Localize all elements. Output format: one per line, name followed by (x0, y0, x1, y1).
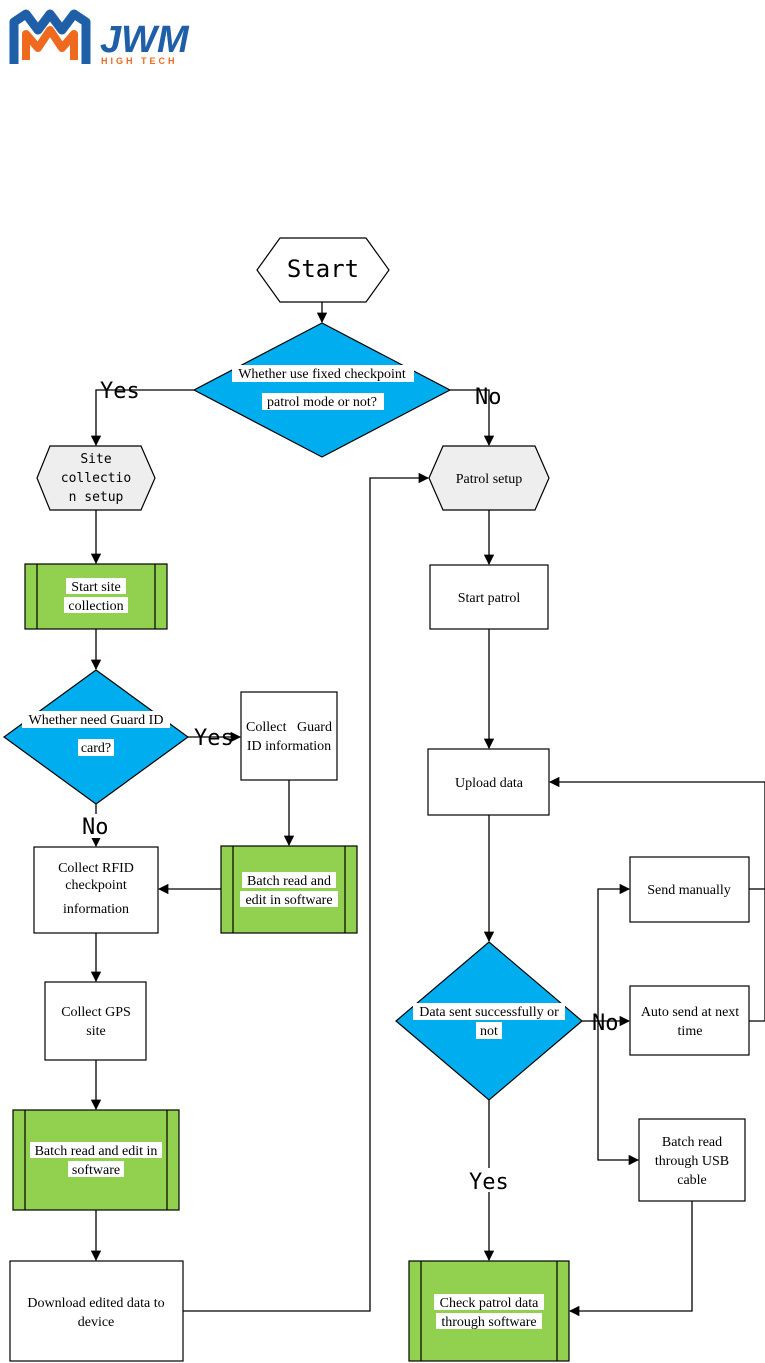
auto-send (629, 985, 750, 1056)
label-mode-no: No (475, 385, 502, 410)
site-setup-line2: collectio (61, 471, 131, 486)
decision-sent-line2: not (480, 1024, 498, 1039)
rfid-line1: Collect RFID (58, 861, 134, 876)
collect-guard-line1: Collect Guard (246, 720, 332, 735)
send-manually-label: Send manually (647, 883, 731, 898)
label-sent-no: No (592, 1011, 619, 1036)
jwm-logo: JWM HIGH TECH (9, 9, 190, 66)
collect-guard-line2: ID information (247, 739, 331, 754)
start-site-line1: Start site (71, 580, 120, 595)
download-line1: Download edited data to (27, 1296, 164, 1311)
batch2-line1: Batch read and edit in (35, 1144, 158, 1159)
start-patrol-label: Start patrol (458, 591, 521, 606)
gps-line2: site (86, 1024, 105, 1039)
label-mode-yes: Yes (100, 379, 140, 404)
logo-text: JWM (100, 19, 190, 61)
start-label: Start (287, 255, 359, 283)
decision-mode-line2: patrol mode or not? (267, 395, 377, 410)
decision-mode-line1: Whether use fixed checkpoint (238, 367, 406, 382)
edge-usb-to-check (568, 1201, 693, 1317)
decision-guard-line1: Whether need Guard ID (29, 713, 164, 728)
edge-no-to-send-manually (597, 883, 631, 1021)
batch-read-edit-2: Batch read and edit in software (12, 1109, 180, 1211)
label-guard-no: No (82, 815, 109, 840)
download-to-device (9, 1260, 184, 1362)
site-setup-line1: Site (80, 452, 111, 467)
decision-guard-id (2, 669, 190, 805)
site-setup-line3: n setup (69, 490, 124, 505)
download-line2: device (78, 1315, 115, 1330)
batch1-line1: Batch read and (247, 874, 331, 889)
logo-mark-icon (9, 9, 91, 64)
batch2-line2: software (72, 1163, 120, 1178)
usb-line3: cable (677, 1173, 707, 1188)
patrol-setup-label: Patrol setup (456, 472, 523, 487)
rfid-line3: information (63, 902, 129, 917)
start-patrol (429, 564, 549, 630)
label-guard-yes: Yes (194, 726, 234, 751)
label-sent-yes: Yes (469, 1170, 509, 1195)
logo-subtext: HIGH TECH (101, 56, 178, 66)
upload-label: Upload data (455, 776, 524, 791)
rfid-line2: checkpoint (65, 878, 127, 893)
decision-patrol-mode (192, 322, 452, 458)
edge-mode-no (450, 389, 495, 447)
collect-gps (44, 981, 147, 1061)
check-patrol-data: Check patrol data through software (408, 1260, 570, 1362)
send-manually (629, 856, 750, 923)
site-collection-setup (36, 445, 156, 511)
edge-download-to-patrol-setup (183, 472, 430, 1312)
auto-send-line2: time (678, 1024, 703, 1039)
gps-line1: Collect GPS (61, 1005, 131, 1020)
usb-line1: Batch read (662, 1135, 722, 1150)
collect-guard-id (240, 691, 338, 781)
check-line1: Check patrol data (440, 1296, 540, 1311)
start-terminal (256, 237, 390, 303)
edge-no-to-usb (597, 1021, 640, 1166)
check-line2: through software (441, 1315, 536, 1330)
start-site-line2: collection (68, 599, 123, 614)
decision-guard-line2: card? (81, 741, 111, 756)
edge-mode-yes (90, 389, 194, 447)
start-site-collection: Start site collection (24, 563, 168, 630)
batch-read-edit-1: Batch read and edit in software (220, 845, 358, 934)
auto-send-line1: Auto send at next (641, 1005, 739, 1020)
edge-auto-to-upload (548, 776, 765, 1022)
upload-data (427, 748, 550, 816)
decision-sent-line1: Data sent successfully or (419, 1005, 559, 1020)
usb-line2: through USB (655, 1154, 729, 1169)
decision-data-sent (395, 941, 583, 1101)
batch1-line2: edit in software (245, 893, 332, 908)
batch-read-usb (638, 1118, 746, 1202)
